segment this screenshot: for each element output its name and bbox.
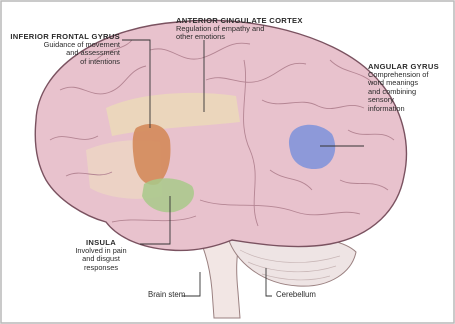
- label-anterior-cingulate-cortex: ANTERIOR CINGULATE CORTEX Regulation of …: [176, 16, 326, 42]
- angular-desc-line-5: information: [368, 105, 452, 113]
- label-inferior-frontal-gyrus: INFERIOR FRONTAL GYRUS Guidance of movem…: [6, 32, 120, 66]
- label-angular-gyrus: ANGULAR GYRUS Comprehension of word mean…: [368, 62, 452, 113]
- ifg-desc-line-3: of intentions: [6, 58, 120, 66]
- insula-desc-line-3: responses: [62, 264, 140, 272]
- label-cerebellum: Cerebellum: [276, 290, 316, 299]
- acc-desc-line-2: other emotions: [176, 33, 326, 41]
- label-insula: INSULA Involved in pain and disgust resp…: [62, 238, 140, 272]
- label-brain-stem: Brain stem: [148, 290, 185, 299]
